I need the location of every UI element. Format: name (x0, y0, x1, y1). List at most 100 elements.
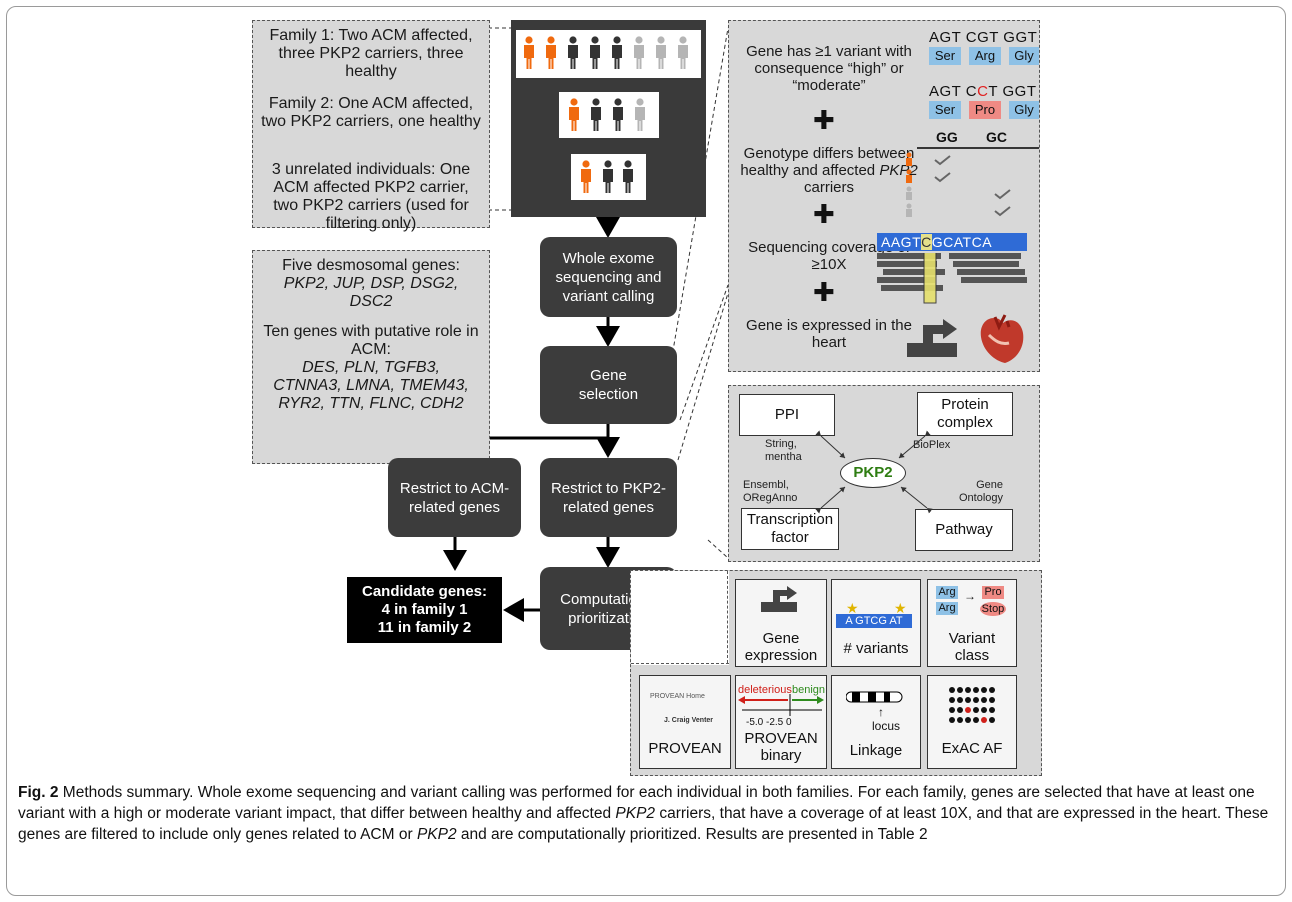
provean-scale-icon (738, 694, 824, 716)
codon-reference: AGT CGT GGT (929, 29, 1038, 46)
codon-alt-mutation: C (977, 83, 989, 100)
expression-arrow-icon (761, 586, 797, 612)
criterion-genotype-text: Genotype differs between healthy and aff… (740, 145, 915, 179)
family2-text: Family 2: One ACM affected, two PKP2 car… (261, 95, 481, 130)
desmosomal-list: PKP2, JUP, DSP, DSG2, DSC2 (283, 275, 459, 310)
tile-variant-class: Arg Arg → Pro Stop Variant class (927, 579, 1017, 667)
candidate-family1: 4 in family 1 (381, 601, 468, 618)
caption-text-1: Methods summary. Whole exome sequencing … (18, 784, 1255, 822)
caption-text-2: carriers, that have a coverage of at lea… (18, 805, 1269, 843)
chromosome-icon (846, 691, 903, 703)
star-icon: ★ (894, 600, 907, 616)
pathway-source: Gene Ontology (958, 479, 1003, 504)
desmosomal-title: Five desmosomal genes: (282, 257, 460, 274)
candidate-family2: 11 in family 2 (377, 619, 472, 636)
genotype-gg: GG (936, 129, 958, 145)
ppi-box: PPI (739, 394, 835, 436)
provean-home-text: PROVEAN Home (650, 693, 705, 700)
genotype-gc: GC (986, 129, 1007, 145)
reference-read: AAGTCGCATCA (877, 233, 1027, 251)
tile-provean: PROVEAN Home J. Craig Venter PROVEAN (639, 675, 731, 769)
gene-selection-box: Gene selection (540, 346, 677, 424)
pkp2-restrict-box: Restrict to PKP2-related genes (540, 458, 677, 537)
protein-complex-box: Protein complex (917, 392, 1013, 436)
provean-scale-text: -5.0 -2.5 0 (746, 717, 792, 728)
caption-text-3: and are computationally prioritized. Res… (456, 826, 928, 843)
genes-panel: Five desmosomal genes: PKP2, JUP, DSP, D… (252, 250, 490, 464)
unrelated-text: 3 unrelated individuals: One ACM affecte… (271, 161, 471, 232)
plus-icon: ✚ (813, 277, 835, 307)
wes-label: Whole exome sequencing and variant calli… (555, 249, 662, 305)
gene-expression-icon (907, 319, 957, 357)
locus-label: locus (872, 719, 901, 733)
criteria-panel: Gene has ≥1 variant with consequence “hi… (728, 20, 1040, 372)
criterion-genotype: Genotype differs between healthy and aff… (737, 145, 921, 196)
tile-provean-binary: deleterious benign -5.0 -2.5 0 PROVEAN b… (735, 675, 827, 769)
codon-alt-end: T GGT (988, 83, 1037, 100)
tile-provean-label: PROVEAN (648, 740, 722, 757)
benign-label: benign (792, 684, 826, 696)
jcvi-logo: J. Craig Venter (664, 717, 714, 724)
figure-frame (6, 6, 1286, 896)
tile-variants: A GTCG AT ★ ★ # variants (831, 579, 921, 667)
plus-icon: ✚ (813, 105, 835, 135)
criterion-variant: Gene has ≥1 variant with consequence “hi… (746, 43, 912, 94)
pedigree-panel (511, 20, 706, 217)
criterion-genotype-gene: PKP2 (879, 162, 918, 179)
aa-ser: Ser (929, 47, 961, 65)
pathway-box: Pathway (915, 509, 1013, 551)
aa-arg: Arg (969, 47, 1001, 65)
notch-edge (727, 571, 730, 663)
caption-gene-1: PKP2 (615, 805, 656, 822)
allele-frequency-icon (949, 687, 995, 723)
caption-label: Fig. 2 (18, 784, 59, 801)
aa-gly-alt: Gly (1009, 101, 1039, 119)
deleterious-label: deleterious (738, 684, 792, 696)
tile-variants-label: # variants (843, 640, 909, 657)
pkp2-center-node: PKP2 (840, 458, 906, 488)
star-icon: ★ (846, 600, 859, 616)
candidate-title: Candidate genes: (361, 583, 488, 600)
wes-box: Whole exome sequencing and variant calli… (540, 237, 677, 317)
heart-icon (980, 314, 1024, 363)
read-right: GCATCA (931, 234, 993, 250)
variants-seq: A GTCG AT (836, 614, 912, 628)
family1-text: Family 1: Two ACM affected, three PKP2 c… (269, 27, 473, 80)
vc-arg: Arg (936, 602, 958, 615)
tf-source: Ensembl, ORegAnno (743, 479, 798, 504)
plus-icon: ✚ (813, 199, 835, 229)
sequencing-reads-icon (877, 253, 1027, 304)
read-left: AAGT (881, 234, 922, 250)
prioritization-panel: Gene expression A GTCG AT ★ ★ # variants… (630, 570, 1042, 776)
vc-arrow-icon: → (964, 589, 976, 603)
tile-exac-label: ExAC AF (941, 740, 1003, 757)
tile-provean-binary-label: PROVEAN binary (744, 730, 818, 764)
acm-restrict-box: Restrict to ACM-related genes (388, 458, 521, 537)
notch-edge (631, 663, 729, 666)
criterion-coverage: Sequencing coverage of ≥10X (748, 239, 910, 273)
aa-ser-alt: Ser (929, 101, 961, 119)
codon-alternate: AGT CCT GGT (929, 83, 1036, 100)
figure-caption: Fig. 2 Methods summary. Whole exome sequ… (18, 782, 1273, 845)
candidate-genes-box: Candidate genes: 4 in family 1 11 in fam… (347, 577, 502, 643)
criterion-expression: Gene is expressed in the heart (746, 317, 912, 351)
aa-gly: Gly (1009, 47, 1039, 65)
tile-vclass-label: Variant class (948, 630, 996, 664)
tile-gene-expression: Gene expression (735, 579, 827, 667)
transcription-factor-box: Transcription factor (741, 508, 839, 550)
network-arrows (815, 430, 933, 514)
genotype-table-icon (906, 147, 1039, 217)
codon-alt-part: AGT C (929, 83, 978, 100)
vc-arg: Arg (936, 586, 958, 599)
tile-linkage-label: Linkage (849, 742, 903, 759)
network-panel: PPI Protein complex Transcription factor… (728, 385, 1040, 562)
tile-linkage: ↑ locus Linkage (831, 675, 921, 769)
ppi-source: String, mentha (765, 438, 802, 463)
tile-expression-label: Gene expression (744, 630, 818, 664)
putative-title: Ten genes with putative role in ACM: (263, 323, 479, 358)
vc-stop: Stop (980, 602, 1006, 616)
tile-exac: ExAC AF (927, 675, 1017, 769)
aa-pro: Pro (969, 101, 1001, 119)
panel-notch (631, 571, 729, 665)
locus-arrow-icon: ↑ (878, 705, 884, 719)
